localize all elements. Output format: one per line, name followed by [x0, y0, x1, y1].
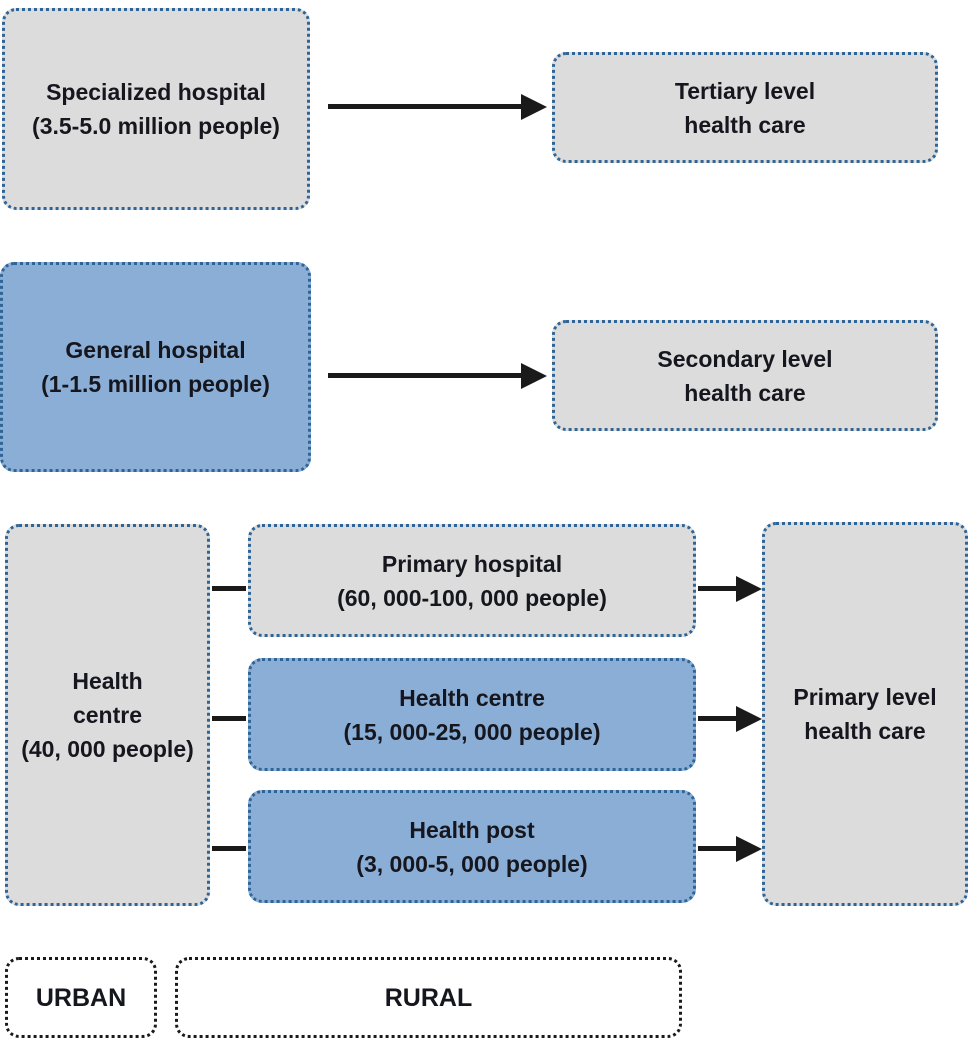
zone-label: RURAL: [384, 983, 473, 1012]
node-label-line: (15, 000-25, 000 people): [343, 718, 601, 745]
node-label-line: health care: [684, 379, 806, 406]
node-label-line: (1-1.5 million people): [41, 371, 270, 397]
zone-label: URBAN: [35, 983, 127, 1012]
line-healthcentre-to-primaryhospital: [212, 586, 246, 591]
arrow-primaryhospital-to-primarylevel: [698, 586, 736, 591]
arrow-healthpost-to-primarylevel: [698, 846, 736, 851]
node-label-line: Health post: [409, 816, 535, 843]
line-healthcentre-to-healthcentre: [212, 716, 246, 721]
node-general-hospital: General hospital (1-1.5 million people): [0, 262, 311, 472]
arrow-specialized-to-tertiary: [328, 104, 521, 109]
node-health-centre-urban: Health centre (40, 000 people): [5, 524, 210, 906]
line-healthcentre-to-healthpost: [212, 846, 246, 851]
zone-rural: RURAL: [175, 957, 682, 1038]
node-health-centre-rural: Health centre (15, 000-25, 000 people): [248, 658, 696, 771]
node-label-line: Secondary level: [657, 345, 833, 372]
node-specialized-hospital: Specialized hospital (3.5-5.0 million pe…: [2, 8, 310, 210]
node-tertiary-level-health-care: Tertiary level health care: [552, 52, 938, 163]
node-label-line: Primary hospital: [381, 550, 563, 577]
node-secondary-level-health-care: Secondary level health care: [552, 320, 938, 431]
node-label-line: Health centre: [399, 684, 545, 711]
node-label-line: Specialized hospital: [46, 79, 266, 105]
node-label-line: Tertiary level: [674, 77, 816, 104]
node-label-line: centre: [72, 702, 143, 728]
node-label-line: health care: [804, 718, 926, 744]
node-primary-hospital: Primary hospital (60, 000-100, 000 peopl…: [248, 524, 696, 637]
node-health-post: Health post (3, 000-5, 000 people): [248, 790, 696, 903]
arrow-healthcentre-to-primarylevel: [698, 716, 736, 721]
node-label-line: (3.5-5.0 million people): [32, 113, 280, 139]
node-label-line: health care: [684, 111, 806, 138]
node-label-line: (3, 000-5, 000 people): [356, 850, 588, 877]
node-primary-level-health-care: Primary level health care: [762, 522, 968, 906]
node-label-line: Primary level: [793, 684, 937, 710]
zone-urban: URBAN: [5, 957, 157, 1038]
node-label-line: (40, 000 people): [21, 736, 194, 762]
node-label-line: General hospital: [65, 337, 246, 363]
node-label-line: (60, 000-100, 000 people): [337, 584, 607, 611]
node-label-line: Health: [72, 668, 143, 694]
arrow-general-to-secondary: [328, 373, 521, 378]
